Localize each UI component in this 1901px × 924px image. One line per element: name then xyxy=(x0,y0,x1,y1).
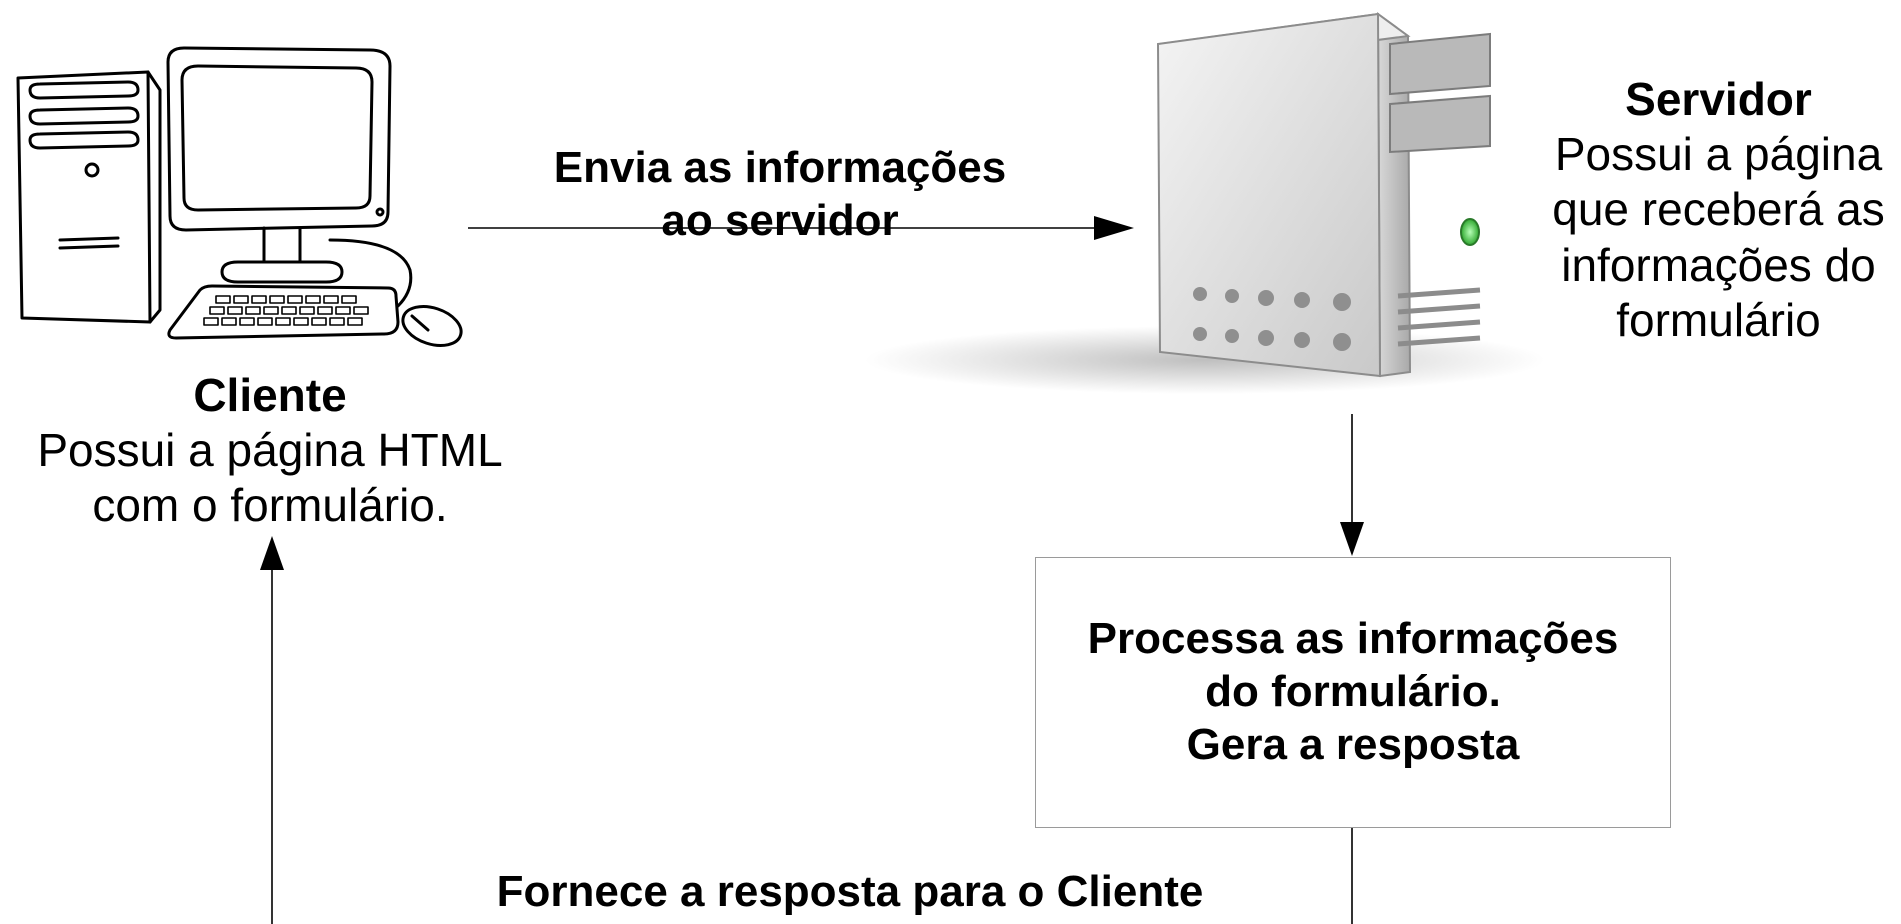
process-box: Processa as informações do formulário. G… xyxy=(1035,557,1671,828)
client-label: Cliente Possui a página HTML com o formu… xyxy=(0,368,540,534)
server-bay-1 xyxy=(1389,32,1491,96)
server-grille xyxy=(1397,287,1481,347)
server-description-line-4: formulário xyxy=(1616,293,1821,346)
keyboard-keys xyxy=(203,295,369,326)
send-arrow-label: Envia as informações ao servidor xyxy=(500,142,1060,248)
process-label-line-3: Gera a resposta xyxy=(1186,719,1520,769)
server-title: Servidor xyxy=(1625,73,1812,125)
server-label: Servidor Possui a página que receberá as… xyxy=(1536,72,1901,348)
drive-bay-3 xyxy=(28,130,140,150)
send-label-line-2: ao servidor xyxy=(661,195,899,245)
server-description-line-3: informações do xyxy=(1561,238,1876,291)
floppy-slot-1 xyxy=(58,236,120,242)
monitor-bezel xyxy=(166,46,392,232)
mouse xyxy=(401,305,463,347)
return-arrowhead xyxy=(260,536,284,570)
connectors xyxy=(260,216,1364,924)
server-vent-holes xyxy=(1193,287,1351,351)
monitor-led xyxy=(375,207,385,217)
server-description-line-1: Possui a página xyxy=(1554,128,1883,181)
client-description-line-2: com o formulário. xyxy=(92,479,448,532)
drive-bay-2 xyxy=(28,106,140,126)
power-button xyxy=(84,162,100,178)
send-label-line-1: Envia as informações xyxy=(553,143,1007,192)
monitor-neck xyxy=(262,226,302,264)
return-arrow-label: Fornece a resposta para o Cliente xyxy=(496,867,1204,916)
desktop-computer-icon xyxy=(16,46,463,347)
monitor-base xyxy=(220,260,344,284)
server-bay-2 xyxy=(1389,94,1491,154)
server-tower-icon xyxy=(865,12,1545,394)
process-label-line-2: do formulário. xyxy=(1205,667,1501,717)
drive-bay-1 xyxy=(28,80,140,100)
client-description-line-1: Possui a página HTML xyxy=(37,424,503,477)
mouse-button-line xyxy=(410,314,430,332)
process-label: Processa as informações do formulário. G… xyxy=(1088,613,1619,771)
tower-edge xyxy=(146,70,162,324)
process-arrowhead xyxy=(1340,522,1364,556)
client-title: Cliente xyxy=(193,369,347,421)
server-description-line-2: que receberá as xyxy=(1552,183,1885,236)
floppy-slot-2 xyxy=(58,244,120,250)
mouse-cable xyxy=(328,238,413,308)
server-led xyxy=(1460,218,1480,246)
server-front xyxy=(1156,12,1382,378)
keyboard xyxy=(167,284,400,340)
send-arrowhead xyxy=(1094,216,1134,240)
monitor-screen xyxy=(180,64,374,212)
process-label-line-1: Processa as informações xyxy=(1087,614,1619,664)
